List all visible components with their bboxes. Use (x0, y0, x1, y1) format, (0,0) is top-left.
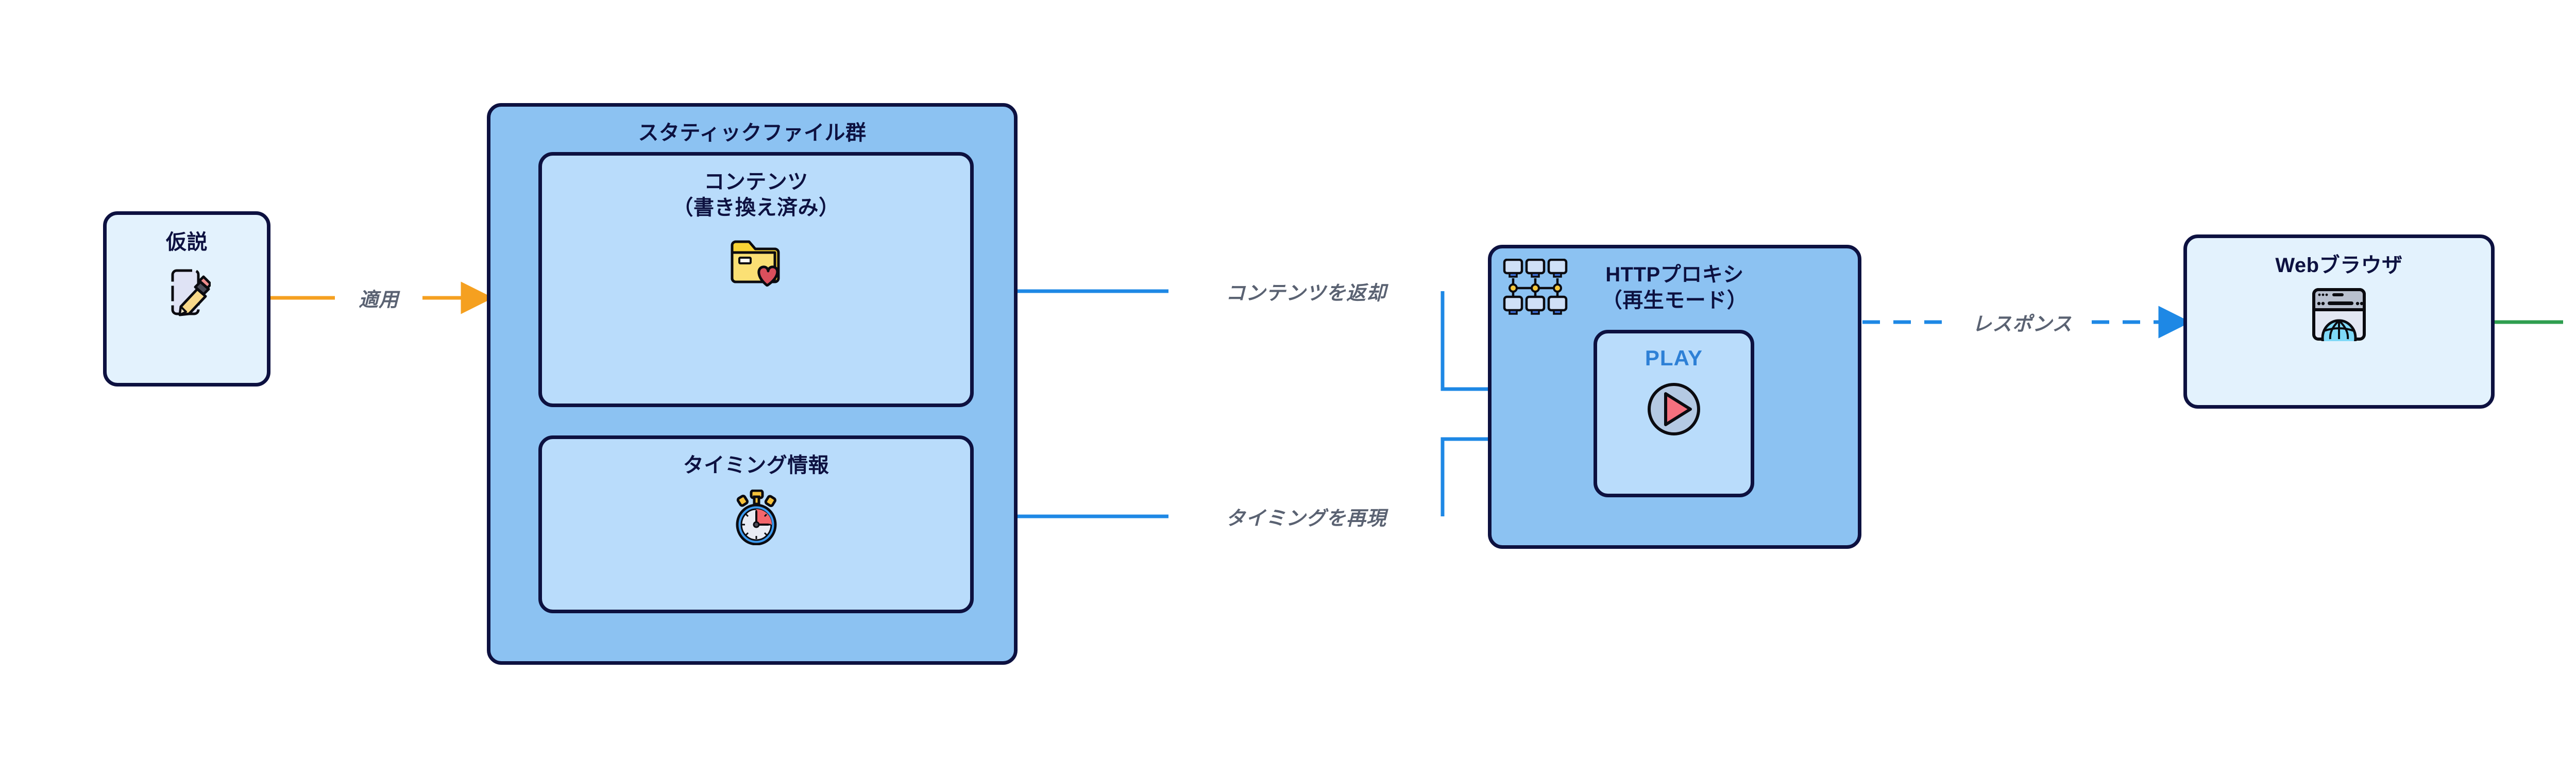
stopwatch-icon (731, 489, 782, 548)
memo-pencil-icon (163, 266, 212, 321)
node-proxy-title-line2: （再生モード） (1601, 289, 1748, 312)
network-computers-icon (1503, 258, 1568, 320)
node-timing[interactable]: タイミング情報 (538, 435, 974, 613)
folder-heart-icon (728, 235, 785, 289)
edge-label-response: レスポンス (1972, 313, 2073, 335)
node-static-files-title: スタティックファイル群 (638, 122, 867, 144)
node-web-browser[interactable]: Webブラウザ (2183, 234, 2495, 409)
node-proxy-title-line1: HTTPプロキシ (1605, 263, 1744, 286)
node-content-title-line1: コンテンツ (704, 171, 808, 193)
edge-label-return-content: コンテンツを返却 (1225, 282, 1387, 305)
node-play[interactable]: PLAY (1594, 330, 1754, 497)
node-hypothesis-title: 仮説 (166, 231, 208, 254)
node-browser-title: Webブラウザ (2275, 254, 2403, 277)
edge-label-apply: 適用 (358, 289, 399, 311)
browser-window-globe-icon (2312, 288, 2366, 357)
node-play-title: PLAY (1645, 346, 1703, 370)
node-content-title-line2: （書き換え済み） (672, 196, 840, 219)
play-button-icon (1645, 380, 1703, 441)
node-timing-title: タイミング情報 (683, 454, 829, 477)
edge-label-replay-timing: タイミングを再現 (1225, 508, 1387, 530)
node-content[interactable]: コンテンツ （書き換え済み） (538, 152, 974, 407)
node-hypothesis[interactable]: 仮説 (103, 211, 270, 386)
